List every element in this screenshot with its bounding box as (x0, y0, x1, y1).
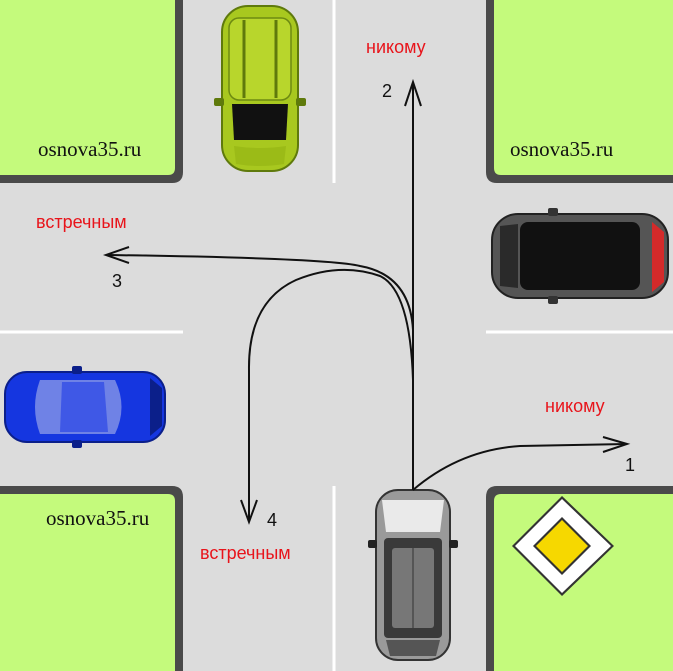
watermark-top-left: osnova35.ru (38, 137, 142, 161)
grass-corner-top-right (486, 0, 673, 183)
watermark-top-right: osnova35.ru (510, 137, 614, 161)
watermark-bottom-left: osnova35.ru (46, 506, 150, 530)
route-label-4: встречным (200, 543, 291, 563)
silver-car (368, 489, 458, 661)
route-arrowheads (102, 78, 631, 525)
route-number-1: 1 (625, 455, 635, 475)
grass-corner-bottom-left (0, 486, 183, 671)
route-1-line (412, 443, 628, 491)
priority-road-sign (512, 496, 614, 596)
arrowhead-3 (102, 246, 130, 264)
green-car (214, 5, 306, 172)
route-lines (105, 84, 628, 522)
route-label-2: никому (366, 37, 426, 57)
arrowhead-4 (240, 499, 258, 525)
grass-corner-top-left (0, 0, 183, 183)
route-label-3: встречным (36, 212, 127, 232)
route-number-3: 3 (112, 271, 122, 291)
route-number-2: 2 (382, 81, 392, 101)
route-3-line (105, 254, 414, 490)
arrowhead-1 (602, 436, 631, 453)
arrowhead-2 (404, 78, 422, 107)
dark-car (491, 208, 669, 304)
route-label-1: никому (545, 396, 605, 416)
blue-car (4, 366, 166, 448)
route-number-4: 4 (267, 510, 277, 530)
route-4-line (247, 268, 414, 522)
